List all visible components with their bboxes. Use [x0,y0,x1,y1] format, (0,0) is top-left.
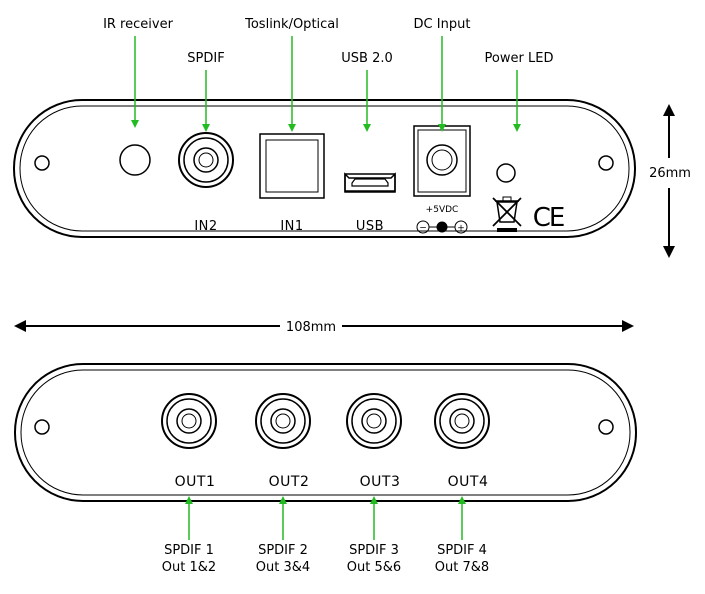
in2-label: IN2 [194,219,217,234]
output-label: OUT2 [269,474,310,490]
ce-mark-text: CE [533,203,564,233]
power-led-label: Power LED [485,51,554,66]
height-dimension-label: 26mm [649,166,691,181]
width-dimension-label: 108mm [286,320,336,335]
usb-label: USB [356,219,384,234]
output-label: OUT3 [360,474,401,490]
power-led-icon [496,163,516,183]
width-dimension: 108mm [14,320,634,335]
output-name: SPDIF 3 [349,543,399,558]
output-name: SPDIF 1 [164,543,214,558]
rear-annotations: IR receiver SPDIF Toslink/Optical USB 2.… [103,17,554,132]
front-panel [14,363,637,502]
ce-mark-icon: CE [533,203,566,233]
usb-2-label: USB 2.0 [341,51,393,66]
output-name: SPDIF 4 [437,543,487,558]
ir-receiver-label: IR receiver [103,17,174,32]
output-channels: Out 7&8 [435,560,489,575]
plus-label: + [457,224,465,234]
minus-label: − [419,224,427,234]
output-channels: Out 3&4 [256,560,310,575]
output-label: OUT1 [175,474,216,490]
output-name: SPDIF 2 [258,543,308,558]
toslink-label: Toslink/Optical [244,17,339,32]
height-dimension: 26mm [649,104,691,258]
in1-label: IN1 [280,219,303,234]
coax-jack-icon [434,393,490,449]
coax-jack-icon [255,393,311,449]
dc-input-jack-icon [413,125,471,197]
coax-jack-icon [346,393,402,449]
dc-input-label: DC Input [414,17,471,32]
voltage-label: +5VDC [426,205,459,215]
output-channels: Out 1&2 [162,560,216,575]
weee-bin-icon [492,196,522,232]
toslink-port-icon [259,133,325,199]
output-label: OUT4 [448,474,489,490]
coax-jack-icon [161,393,217,449]
screw-left-icon [34,155,50,171]
usb-port-icon [344,172,396,193]
ir-receiver-icon [119,144,151,176]
spdif-label: SPDIF [187,51,224,66]
spdif-in-jack-icon [178,132,234,188]
output-channels: Out 5&6 [347,560,401,575]
screw-left-icon [34,419,50,435]
screw-right-icon [598,419,614,435]
polarity-symbol-icon [416,220,468,234]
rear-panel: CE IN2 IN1 USB +5VDC − + [13,99,636,238]
screw-right-icon [598,155,614,171]
